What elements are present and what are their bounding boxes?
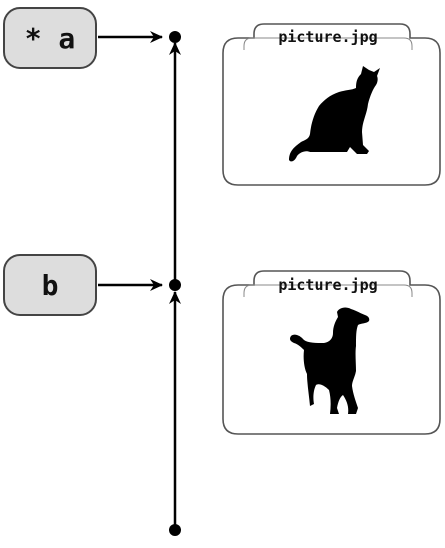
dog-icon	[290, 307, 370, 414]
snapshot-card-top: picture.jpg	[222, 23, 441, 186]
folder-tab-border	[243, 284, 413, 297]
snapshot-filename: picture.jpg	[278, 276, 377, 294]
branch-ref-b[interactable]: b	[3, 254, 97, 316]
commit-dot-bottom	[169, 524, 181, 536]
branch-label: * a	[25, 22, 76, 55]
branch-label: b	[42, 269, 59, 302]
cat-icon	[289, 66, 380, 162]
commit-dot-top	[169, 31, 181, 43]
snapshot-filename: picture.jpg	[278, 28, 377, 46]
snapshot-card-bottom: picture.jpg	[222, 270, 441, 435]
commit-timeline	[169, 31, 181, 536]
branch-ref-box	[3, 254, 97, 316]
branch-ref-a[interactable]: * a	[3, 7, 97, 69]
branch-ref-box	[3, 7, 97, 69]
folder-tab-border	[243, 37, 413, 50]
commit-dot-middle	[169, 279, 181, 291]
